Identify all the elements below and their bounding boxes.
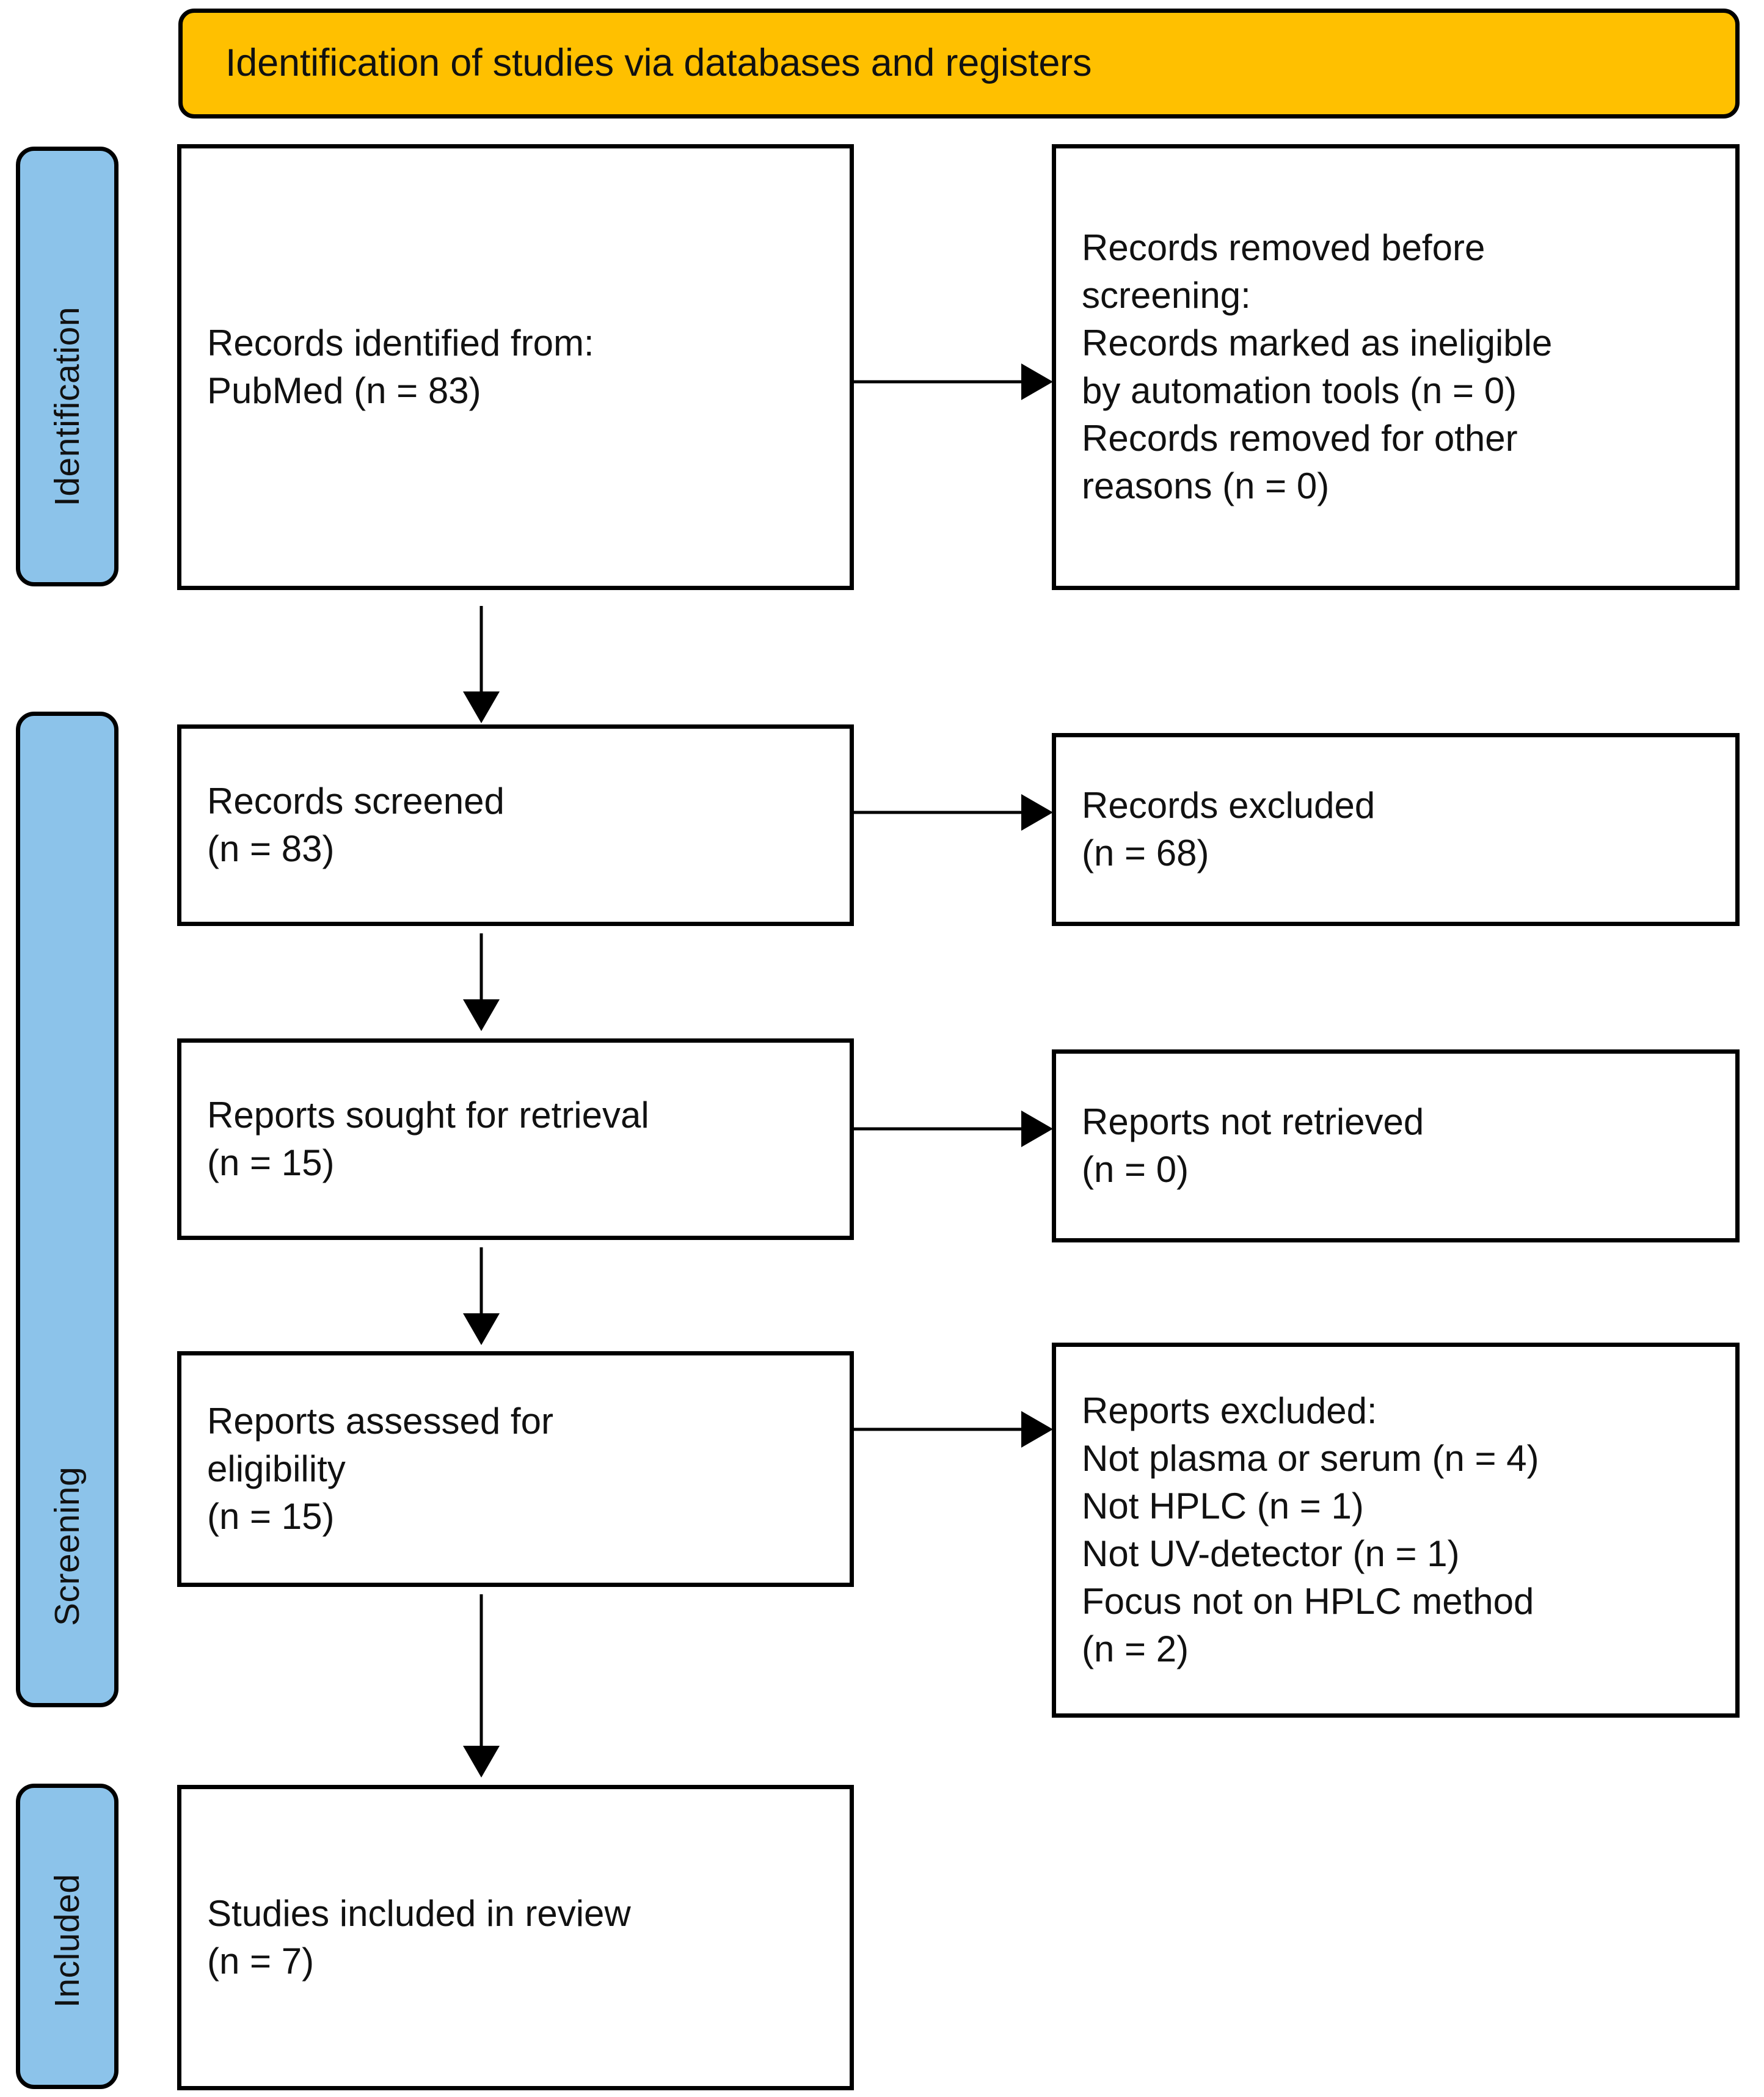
records-removed-line-5: Records removed for other [1082,418,1518,459]
phase-banner-title: Identification of studies via databases … [225,42,1092,85]
records-removed-line-4: by automation tools (n = 0) [1082,370,1517,411]
reports-excluded-line-6: (n = 2) [1082,1628,1189,1669]
stage-label-included: Included [16,1784,118,2089]
stage-label-screening: Screening [16,712,118,1707]
box-reports-not-retrieved: Reports not retrieved (n = 0) [1052,1049,1740,1242]
reports-sought-line-1: Reports sought for retrieval [207,1095,649,1136]
records-removed-line-2: screening: [1082,275,1251,316]
stage-label-identification: Identification [16,147,118,586]
records-identified-line-2: PubMed (n = 83) [207,370,481,411]
box-reports-sought-for-retrieval: Reports sought for retrieval (n = 15) [177,1038,854,1240]
records-excluded-line-1: Records excluded [1082,785,1376,826]
studies-included-line-2: (n = 7) [207,1941,315,1982]
reports-excluded-line-5: Focus not on HPLC method [1082,1581,1534,1622]
records-removed-line-6: reasons (n = 0) [1082,465,1330,506]
reports-not-retrieved-line-2: (n = 0) [1082,1149,1189,1190]
reports-assessed-line-1: Reports assessed for [207,1401,553,1442]
box-reports-excluded: Reports excluded: Not plasma or serum (n… [1052,1343,1740,1718]
box-reports-assessed-for-eligibility: Reports assessed for eligibility (n = 15… [177,1351,854,1587]
stage-label-identification-text: Identification [48,306,87,506]
box-studies-included-in-review: Studies included in review (n = 7) [177,1785,854,2090]
box-records-identified: Records identified from: PubMed (n = 83) [177,144,854,590]
reports-excluded-line-2: Not plasma or serum (n = 4) [1082,1438,1539,1479]
reports-assessed-line-3: (n = 15) [207,1496,335,1537]
stage-label-screening-text: Screening [48,1466,87,1626]
records-removed-line-1: Records removed before [1082,227,1485,268]
box-records-excluded: Records excluded (n = 68) [1052,733,1740,926]
reports-not-retrieved-line-1: Reports not retrieved [1082,1101,1424,1142]
records-excluded-line-2: (n = 68) [1082,833,1209,873]
reports-excluded-line-3: Not HPLC (n = 1) [1082,1486,1364,1526]
stage-label-included-text: Included [48,1873,87,2008]
studies-included-line-1: Studies included in review [207,1893,631,1934]
box-records-removed-before-screening: Records removed before screening: Record… [1052,144,1740,590]
reports-excluded-line-1: Reports excluded: [1082,1390,1377,1431]
reports-assessed-line-2: eligibility [207,1448,346,1489]
reports-excluded-line-4: Not UV-detector (n = 1) [1082,1533,1460,1574]
records-identified-line-1: Records identified from: [207,323,594,363]
reports-sought-line-2: (n = 15) [207,1142,335,1183]
records-screened-line-1: Records screened [207,781,505,822]
phase-banner-identification: Identification of studies via databases … [178,9,1740,119]
records-removed-line-3: Records marked as ineligible [1082,323,1553,363]
box-records-screened: Records screened (n = 83) [177,724,854,926]
records-screened-line-2: (n = 83) [207,828,335,869]
